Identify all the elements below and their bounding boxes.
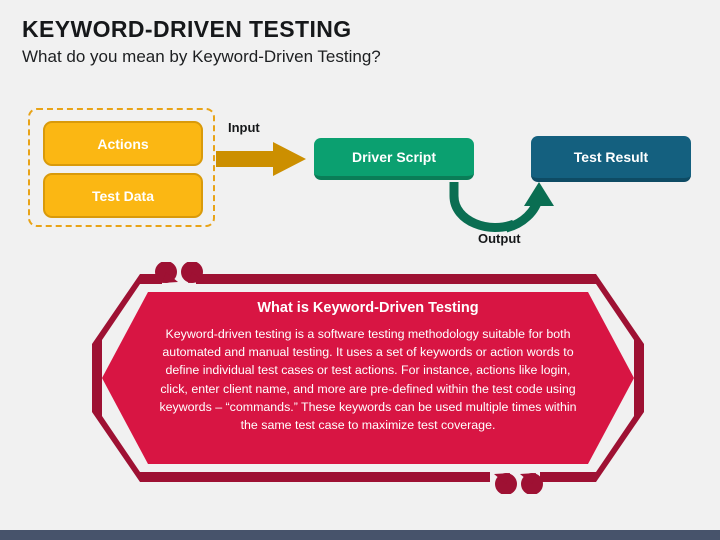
quote-card-heading: What is Keyword-Driven Testing [257,300,479,316]
quote-card: What is Keyword-Driven Testing Keyword-d… [88,262,648,494]
test-result-label: Test Result [573,149,649,165]
footer-bar [0,530,720,540]
output-arrow-icon [449,182,554,233]
driver-script-box[interactable]: Driver Script [314,138,474,180]
input-arrow-label: Input [228,120,260,135]
quote-card-content: What is Keyword-Driven Testing Keyword-d… [156,300,580,434]
quote-mark-close [494,473,543,494]
test-data-box[interactable]: Test Data [43,173,203,218]
quote-mark-open [155,262,204,283]
input-arrow-icon [216,142,306,176]
quote-card-shape [92,262,644,494]
quote-card-body: Keyword-driven testing is a software tes… [159,327,577,433]
actions-box[interactable]: Actions [43,121,203,166]
test-result-box[interactable]: Test Result [531,136,691,182]
page-subtitle: What do you mean by Keyword-Driven Testi… [22,47,381,66]
test-data-box-label: Test Data [92,187,154,204]
output-arrow-label: Output [478,231,521,246]
driver-script-label: Driver Script [351,149,437,165]
actions-box-label: Actions [97,135,149,152]
input-group-container: Actions Test Data [28,108,215,227]
page-title: KEYWORD-DRIVEN TESTING [22,16,352,42]
